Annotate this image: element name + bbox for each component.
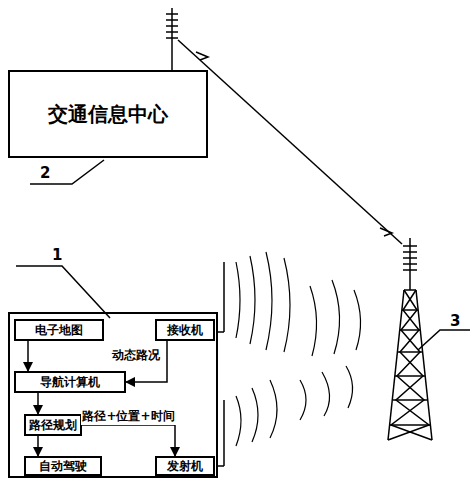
box-text: 接收机: [167, 322, 203, 339]
antenna-mast: [166, 8, 178, 72]
edge-label: 动态路况: [111, 347, 161, 364]
vehicle-unit: 电子地图 接收机导航计算机路径规划自动驾驶 发射机: [8, 312, 218, 478]
box-text: 电子地图: [35, 322, 83, 339]
process-box: 发射机: [155, 456, 215, 476]
process-box: 导航计算机: [14, 371, 126, 393]
process-box: 路径规划: [24, 414, 82, 436]
process-box: 电子地图: [14, 319, 104, 341]
flow-arrow: [82, 425, 175, 456]
radio-waves: [236, 252, 361, 446]
vehicle-antenna: [218, 262, 224, 466]
radio-link: [178, 40, 402, 244]
box-text: 交通信息中心: [48, 101, 168, 128]
center-box: 交通信息中心: [8, 70, 208, 158]
tower: [388, 238, 432, 440]
flow-arrow: [37, 436, 39, 456]
box-text: 发射机: [167, 458, 203, 475]
box-text: 导航计算机: [40, 374, 100, 391]
box-text: 自动驾驶: [39, 458, 87, 475]
edge-label: 路径+位置+时间: [81, 408, 175, 425]
callout-number: 3: [450, 312, 460, 330]
flow-arrow: [37, 393, 39, 414]
box-text: 路径规划: [29, 417, 77, 434]
flow-arrow: [27, 341, 29, 371]
process-box: 自动驾驶: [24, 456, 102, 476]
process-box: 接收机: [155, 319, 215, 341]
callout-number: 2: [40, 164, 50, 182]
callout-number: 1: [52, 246, 62, 264]
